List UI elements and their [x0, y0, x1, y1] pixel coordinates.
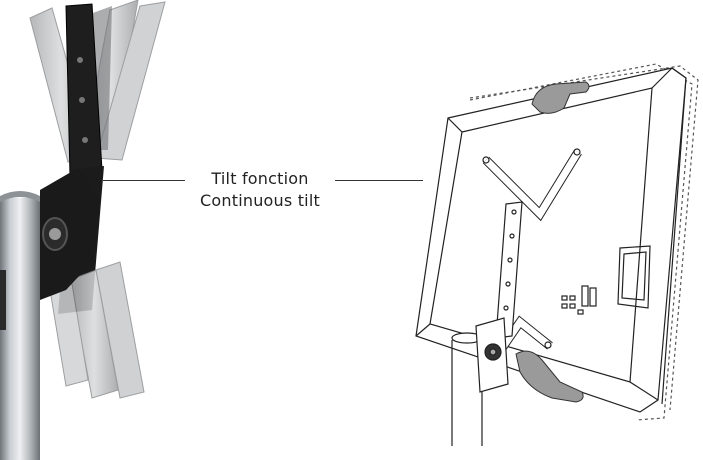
ghost-plate-lower — [49, 261, 145, 399]
pole — [0, 198, 40, 460]
hand-bottom — [515, 350, 584, 403]
caption: Tilt fonction Continuous tilt — [185, 168, 335, 212]
hand-top — [531, 81, 590, 114]
caption-line-2: Continuous tilt — [185, 190, 335, 212]
caption-line-1: Tilt fonction — [185, 168, 335, 190]
caption-leader-left — [103, 180, 203, 181]
caption-leader-right — [317, 180, 423, 181]
bracket-clamp — [40, 168, 100, 300]
